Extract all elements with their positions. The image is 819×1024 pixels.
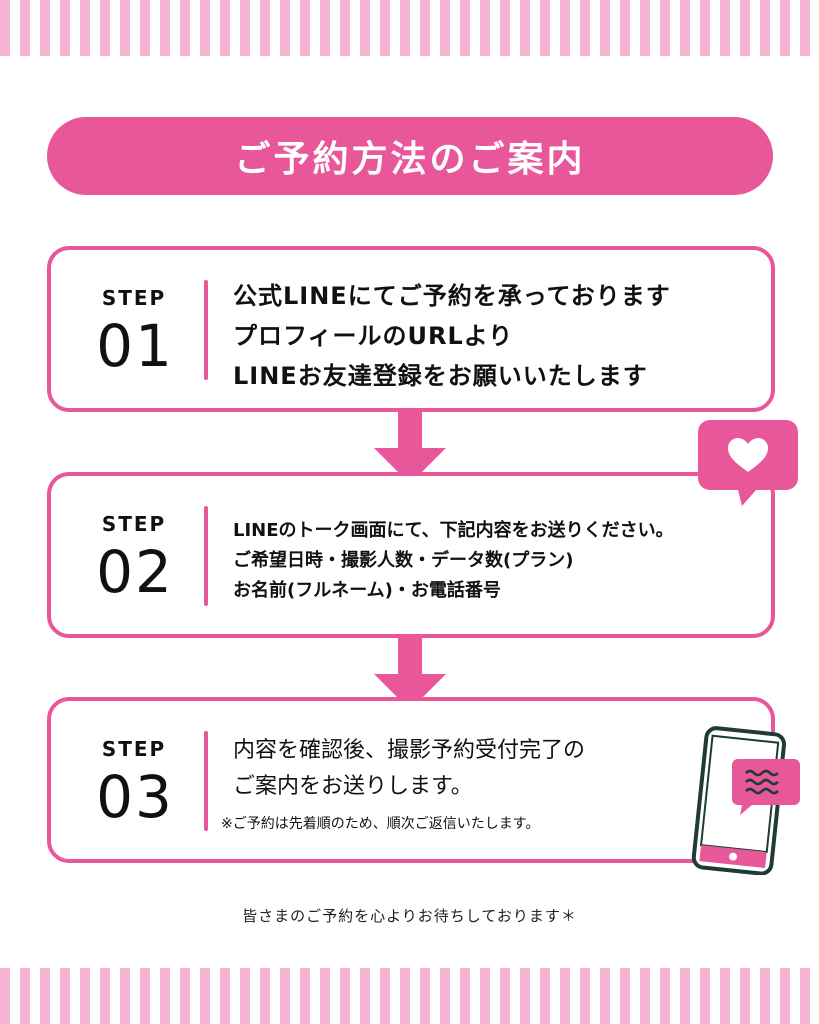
step-label: STEP [101,737,167,761]
step-number: 02 [96,538,174,606]
step-text: LINEのトーク画面にて、下記内容をお送りください。 ご希望日時・撮影人数・デー… [233,516,674,606]
step-line: ご案内をお送りします。 [233,774,473,799]
step-number: 01 [96,312,174,380]
top-stripe-border [0,0,819,56]
step-line: LINEお友達登録をお願いいたします [233,362,648,390]
step-number: 03 [96,763,174,831]
down-arrow-icon [374,636,446,710]
title-banner: ご予約方法のご案内 [47,117,773,195]
down-arrow-icon [374,410,446,484]
step-line: お名前(フルネーム)・お電話番号 [233,580,501,601]
step-line: プロフィールのURLより [233,322,514,350]
step-01-card: STEP 01 公式LINEにてご予約を承っております プロフィールのURLより… [47,246,775,412]
step-text: 内容を確認後、撮影予約受付完了の ご案内をお送りします。 [233,733,585,805]
step-divider [204,280,208,380]
step-label: STEP [101,512,167,536]
bottom-stripe-border [0,968,819,1024]
step-03-card: STEP 03 内容を確認後、撮影予約受付完了の ご案内をお送りします。 ※ご予… [47,697,775,863]
step-note: ※ご予約は先着順のため、順次ご返信いたします。 [221,816,540,832]
step-line: ご希望日時・撮影人数・データ数(プラン) [233,550,574,571]
step-label: STEP [101,286,167,310]
step-divider [204,731,208,831]
step-02-card: STEP 02 LINEのトーク画面にて、下記内容をお送りください。 ご希望日時… [47,472,775,638]
step-line: 内容を確認後、撮影予約受付完了の [233,738,586,763]
step-divider [204,506,208,606]
step-line: LINEのトーク画面にて、下記内容をお送りください。 [233,520,674,541]
step-line: 公式LINEにてご予約を承っております [233,282,671,310]
heart-speech-bubble-icon [698,420,798,506]
step-text: 公式LINEにてご予約を承っております プロフィールのURLより LINEお友達… [233,276,671,396]
page-title: ご予約方法のご案内 [234,139,586,180]
smartphone-chat-icon [691,726,800,875]
footer-message: 皆さまのご予約を心よりお待ちしております＊ [242,907,577,925]
